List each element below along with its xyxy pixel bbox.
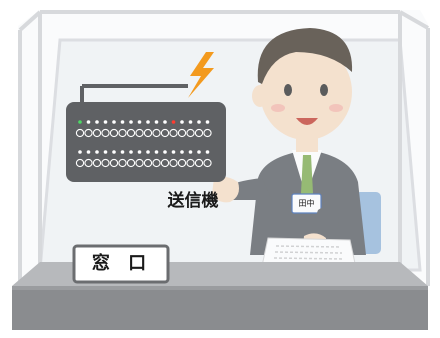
indicator-led xyxy=(112,120,116,124)
channel-button xyxy=(160,128,170,138)
indicator-led xyxy=(78,120,82,124)
channel-button xyxy=(75,128,85,138)
channel-button xyxy=(109,158,119,168)
indicator-led xyxy=(86,150,91,154)
document-paper xyxy=(261,237,357,269)
indicator-led xyxy=(129,120,133,124)
channel-button xyxy=(203,158,212,168)
channel-button xyxy=(92,158,102,168)
indicator-led xyxy=(197,150,201,154)
channel-button xyxy=(152,128,161,138)
indicator-led xyxy=(129,150,133,154)
transmitter-label: 送信機 xyxy=(167,191,219,211)
channel-button xyxy=(126,158,136,168)
channel-button xyxy=(101,158,110,168)
channel-button xyxy=(118,128,127,138)
face xyxy=(260,44,352,140)
indicator-led xyxy=(163,120,167,124)
name-tag-label: 田中 xyxy=(298,199,315,208)
indicator-led xyxy=(146,120,150,124)
indicator-led xyxy=(171,150,176,154)
hand-left xyxy=(212,176,239,203)
indicator-led xyxy=(154,120,159,124)
channel-button xyxy=(84,128,93,138)
tie xyxy=(301,155,313,202)
indicator-led xyxy=(171,120,176,124)
indicator-led xyxy=(137,150,142,154)
channel-button xyxy=(118,158,127,168)
indicator-led xyxy=(120,150,125,154)
channel-button xyxy=(169,158,178,168)
channel-button xyxy=(169,128,178,138)
indicator-led xyxy=(188,150,193,154)
transmitter-device-icon xyxy=(66,84,226,182)
window-sign-label: 窓 口 xyxy=(91,253,153,274)
channel-button xyxy=(152,158,161,168)
clerk-person xyxy=(212,28,366,255)
indicator-led xyxy=(180,120,184,124)
channel-button xyxy=(194,128,204,138)
indicator-led xyxy=(120,120,125,124)
indicator-led xyxy=(205,150,210,154)
channel-button xyxy=(186,128,195,138)
indicator-led xyxy=(86,120,91,124)
indicator-led xyxy=(137,120,142,124)
channel-button xyxy=(186,158,195,168)
indicator-led xyxy=(188,120,193,124)
indicator-led xyxy=(163,150,167,154)
hair xyxy=(257,28,353,84)
indicator-led xyxy=(197,120,201,124)
channel-button xyxy=(75,158,85,168)
indicator-led xyxy=(205,120,210,124)
channel-button xyxy=(177,158,187,168)
indicator-led xyxy=(103,120,108,124)
channel-button xyxy=(194,158,204,168)
channel-button xyxy=(160,158,170,168)
channel-button xyxy=(84,158,93,168)
name-tag xyxy=(291,193,322,214)
window-sign xyxy=(72,244,170,284)
lightning-bolt-icon xyxy=(188,52,214,98)
indicator-led xyxy=(112,150,116,154)
channel-button xyxy=(177,128,187,138)
channel-button xyxy=(101,128,110,138)
indicator-led xyxy=(180,150,184,154)
channel-button xyxy=(109,128,119,138)
indicator-led xyxy=(95,150,99,154)
channel-button xyxy=(143,158,153,168)
indicator-led xyxy=(78,150,82,154)
channel-button xyxy=(143,128,153,138)
channel-button xyxy=(135,128,144,138)
channel-button xyxy=(126,128,136,138)
indicator-led xyxy=(154,150,159,154)
indicator-led xyxy=(146,150,150,154)
channel-button xyxy=(203,128,212,138)
channel-button xyxy=(135,158,144,168)
indicator-led xyxy=(95,120,99,124)
channel-button xyxy=(92,128,102,138)
indicator-led xyxy=(103,150,108,154)
